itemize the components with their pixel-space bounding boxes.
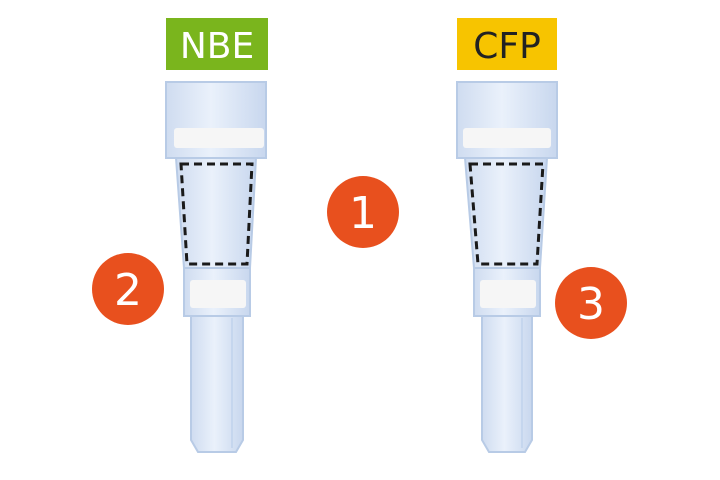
marker-1-number: 1 — [349, 188, 377, 239]
marker-2-number: 2 — [114, 265, 142, 316]
tube-nbe-collar-band — [190, 280, 246, 308]
label-nbe-text: NBE — [180, 26, 254, 67]
tube-cfp-cap-band — [463, 128, 551, 148]
tube-nbe-nozzle — [190, 315, 244, 453]
tube-cfp-dashed-region — [468, 162, 545, 266]
label-nbe-box — [166, 18, 268, 70]
tube-nbe: NBE — [165, 18, 268, 453]
marker-1-circle — [327, 176, 399, 248]
marker-3: 3 — [555, 267, 627, 339]
tube-nbe-dashed-region — [179, 162, 254, 266]
marker-2-circle — [92, 253, 164, 325]
tube-cfp-taper — [463, 157, 549, 269]
marker-1: 1 — [327, 176, 399, 248]
label-cfp-text: CFP — [473, 26, 541, 67]
marker-3-circle — [555, 267, 627, 339]
tube-cfp-collar-band — [480, 280, 536, 308]
tube-nbe-taper — [174, 157, 258, 269]
label-cfp-box — [457, 18, 557, 70]
tube-cfp: CFP — [456, 18, 558, 453]
marker-2: 2 — [92, 253, 164, 325]
tube-cfp-nozzle — [481, 315, 533, 453]
tube-nbe-cap-band — [174, 128, 264, 148]
label-cfp: CFP — [457, 18, 557, 70]
marker-3-number: 3 — [577, 279, 605, 330]
label-nbe: NBE — [166, 18, 268, 70]
